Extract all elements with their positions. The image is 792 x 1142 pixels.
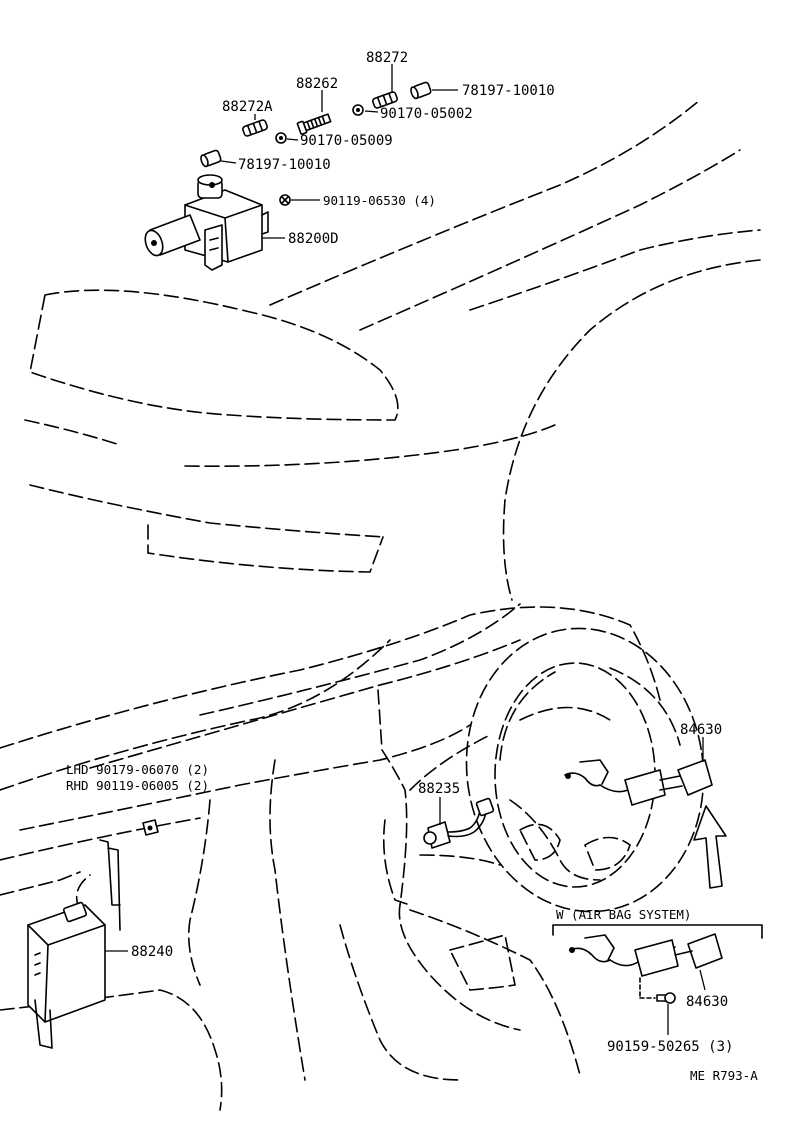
small-parts-top: [200, 81, 432, 168]
label-90159: 90159-50265 (3): [607, 1039, 733, 1055]
airbag-switch-84630: [569, 933, 723, 1004]
leader-lines: [105, 64, 706, 1035]
label-rhd: RHD 90119-06005 (2): [66, 778, 209, 793]
label-78197-bottom: 78197-10010: [238, 157, 331, 173]
control-computer-88240: [27, 839, 121, 1049]
ecu-mount-bolt: [142, 819, 159, 836]
leveling-switch-84630: [564, 759, 713, 806]
label-84630-top: 84630: [680, 722, 722, 738]
label-90170-05002: 90170-05002: [380, 106, 473, 122]
label-88235: 88235: [418, 781, 460, 797]
label-88262: 88262: [296, 76, 338, 92]
part-labels: 88272 78197-10010 88262 90170-05002 8827…: [66, 50, 758, 1083]
height-sensor-88235: [423, 797, 495, 849]
headlamp-leveling-motor: [144, 174, 291, 271]
callout-arrow: [693, 805, 727, 889]
label-88272-top: 88272: [366, 50, 408, 66]
label-airbag-system: W (AIR BAG SYSTEM): [556, 907, 691, 922]
airbag-group-bracket: [552, 924, 763, 939]
label-78197-top: 78197-10010: [462, 83, 555, 99]
label-84630-bottom: 84630: [686, 994, 728, 1010]
label-90119-06530: 90119-06530 (4): [323, 193, 436, 208]
label-88240: 88240: [131, 944, 173, 960]
car-body-outline-upper: [24, 99, 761, 601]
label-88272a: 88272A: [222, 99, 273, 115]
interior-outline: [0, 603, 661, 1111]
label-88200d: 88200D: [288, 231, 339, 247]
label-90170-05009: 90170-05009: [300, 133, 393, 149]
diagram-reference: ME R793-A: [690, 1068, 758, 1083]
label-lhd: LHD 90179-06070 (2): [66, 762, 209, 777]
